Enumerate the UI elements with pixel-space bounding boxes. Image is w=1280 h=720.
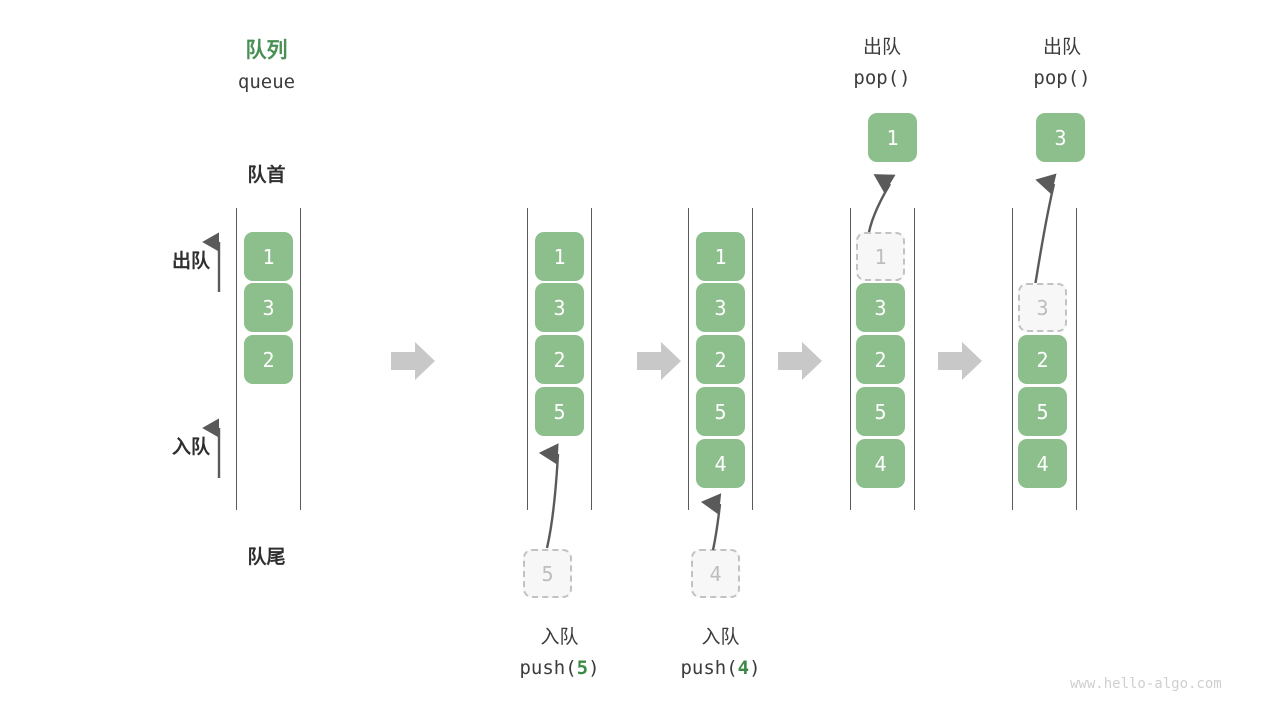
pop-header-cn: 出队 xyxy=(1042,36,1081,58)
queue-node: 4 xyxy=(1018,439,1067,488)
push-caption-code: push(5) xyxy=(487,657,632,679)
rail-left xyxy=(850,208,851,510)
push-caption-cn: 入队 xyxy=(540,626,579,648)
push-code-suffix: ) xyxy=(749,657,761,679)
popped-node: 3 xyxy=(1036,113,1085,162)
step-arrow-icon xyxy=(637,342,681,380)
queue-tail-label: 队尾 xyxy=(247,546,286,568)
popped-node: 1 xyxy=(868,113,917,162)
push-code-value: 5 xyxy=(576,657,589,679)
pop-header-code: pop() xyxy=(1033,67,1091,89)
queue-node-removed: 1 xyxy=(856,232,905,281)
pop-arrow-icon xyxy=(1032,173,1057,293)
queue-node: 3 xyxy=(696,283,745,332)
enqueue-direction-label: 入队 xyxy=(171,436,210,458)
step-arrow-icon xyxy=(778,342,822,380)
rail-left xyxy=(236,208,237,510)
rail-left xyxy=(688,208,689,510)
push-arrow-icon xyxy=(538,443,560,549)
queue-node: 2 xyxy=(1018,335,1067,384)
rail-left xyxy=(1012,208,1013,510)
queue-node: 2 xyxy=(535,335,584,384)
queue-node: 2 xyxy=(856,335,905,384)
push-code-value: 4 xyxy=(737,657,750,679)
dequeue-direction-label: 出队 xyxy=(171,250,210,272)
figure-title-cn: 队列 xyxy=(245,38,288,62)
queue-node: 2 xyxy=(696,335,745,384)
queue-node: 5 xyxy=(1018,387,1067,436)
pop-header-code: pop() xyxy=(853,67,911,89)
rail-right xyxy=(591,208,592,510)
step-arrow-icon xyxy=(938,342,982,380)
rail-right xyxy=(752,208,753,510)
watermark: www.hello-algo.com xyxy=(1070,676,1222,692)
queue-node: 4 xyxy=(856,439,905,488)
queue-node-removed: 3 xyxy=(1018,283,1067,332)
queue-node: 3 xyxy=(244,283,293,332)
figure-title-en: queue xyxy=(237,71,296,93)
queue-node: 3 xyxy=(856,283,905,332)
push-code-suffix: ) xyxy=(588,657,600,679)
rail-right xyxy=(914,208,915,510)
push-caption-cn: 入队 xyxy=(701,626,740,648)
queue-node: 1 xyxy=(535,232,584,281)
incoming-ghost-node: 4 xyxy=(691,549,740,598)
push-caption-code: push(4) xyxy=(648,657,793,679)
push-code-prefix: push( xyxy=(680,657,738,679)
queue-node: 1 xyxy=(244,232,293,281)
push-arrow-icon xyxy=(700,493,722,551)
step-arrow-icon xyxy=(391,342,435,380)
queue-head-label: 队首 xyxy=(247,164,286,186)
queue-node: 5 xyxy=(696,387,745,436)
queue-node: 5 xyxy=(856,387,905,436)
rail-right xyxy=(300,208,301,510)
queue-node-new: 4 xyxy=(696,439,745,488)
rail-right xyxy=(1076,208,1077,510)
pop-header-cn: 出队 xyxy=(862,36,901,58)
queue-node: 3 xyxy=(535,283,584,332)
queue-node: 2 xyxy=(244,335,293,384)
rail-left xyxy=(527,208,528,510)
push-code-prefix: push( xyxy=(519,657,577,679)
incoming-ghost-node: 5 xyxy=(523,549,572,598)
queue-node: 1 xyxy=(696,232,745,281)
queue-node-new: 5 xyxy=(535,387,584,436)
dequeue-arrow-icon xyxy=(202,232,221,292)
enqueue-arrow-icon xyxy=(202,418,221,478)
